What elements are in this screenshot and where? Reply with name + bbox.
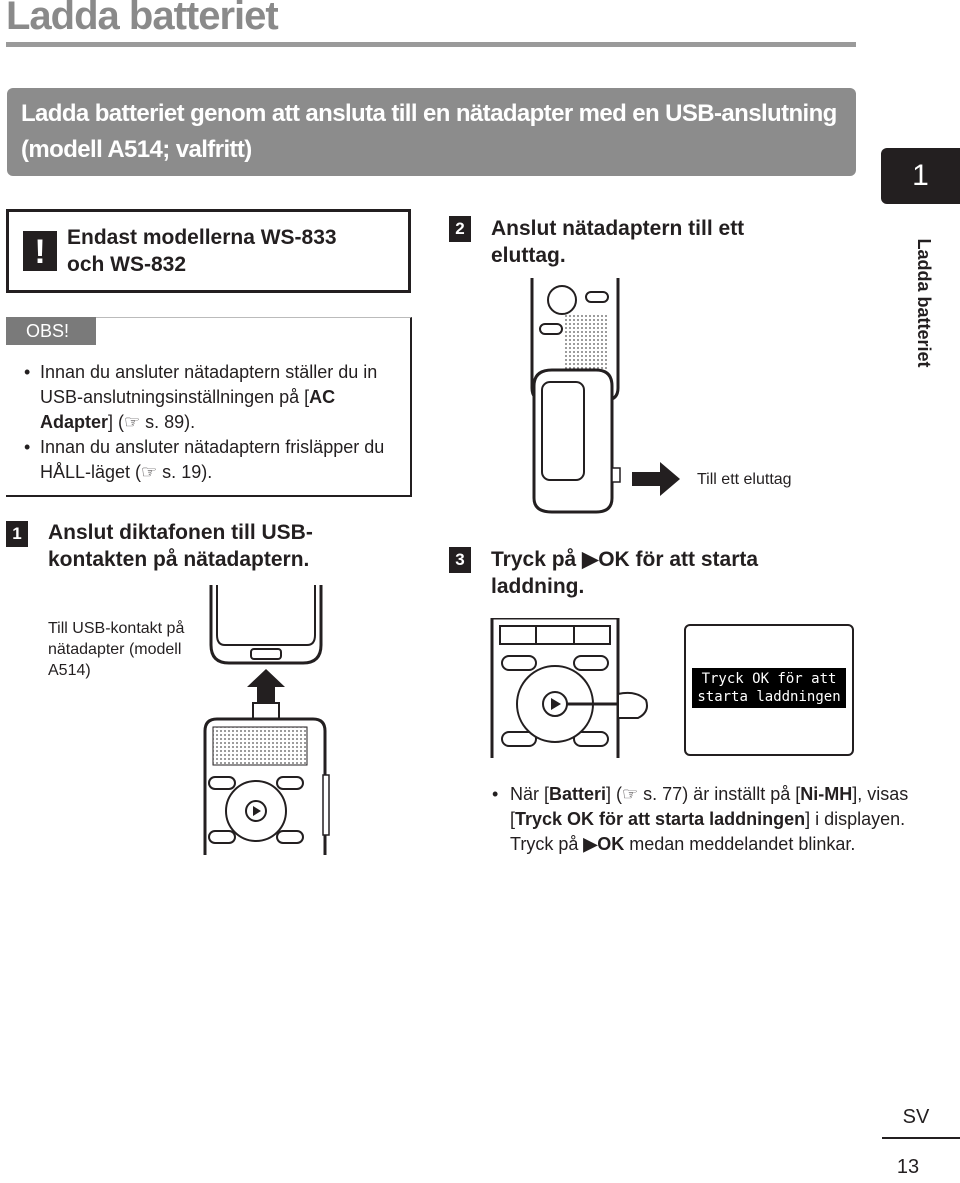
model-notice: ! Endast modellerna WS-833 och WS-832 <box>6 209 411 293</box>
chapter-tab: 1 <box>881 148 960 204</box>
title-rule <box>6 42 856 47</box>
display-message: Tryck OK för att starta laddningen <box>692 668 846 708</box>
step-2-number: 2 <box>449 216 471 242</box>
note-item: Innan du ansluter nätadaptern ställer du… <box>24 360 404 435</box>
step-1-text: Anslut diktafonen till USB-kontakten på … <box>48 521 313 571</box>
footer-page-number: 13 <box>896 1156 920 1178</box>
display-screen: Tryck OK för att starta laddningen <box>684 624 854 756</box>
note-box: OBS! Innan du ansluter nätadaptern ställ… <box>6 317 412 497</box>
battery-note-item: När [Batteri] (☞ s. 77) är inställt på [… <box>492 782 912 857</box>
ok-button-illustration <box>490 618 648 758</box>
step-1-number: 1 <box>6 521 28 547</box>
note-list: Innan du ansluter nätadaptern ställer du… <box>24 360 404 485</box>
step-2-caption: Till ett eluttag <box>697 471 792 488</box>
model-notice-text: Endast modellerna WS-833 och WS-832 <box>67 226 337 276</box>
note-tag: OBS! <box>6 317 96 345</box>
page-title: Ladda batteriet <box>6 0 279 38</box>
step-2-text: Anslut nätadaptern till ett eluttag. <box>491 217 745 267</box>
footer-language: SV <box>902 1106 930 1128</box>
exclamation-icon: ! <box>23 231 57 271</box>
battery-note: När [Batteri] (☞ s. 77) är inställt på [… <box>492 782 912 857</box>
section-banner: Ladda batteriet genom att ansluta till e… <box>7 88 856 176</box>
footer-rule <box>882 1137 960 1139</box>
recorder-to-usb-illustration <box>203 585 330 855</box>
step-1-caption: Till USB-kontakt på nätadapter (modell A… <box>48 620 185 679</box>
step-3-text: Tryck på ▶OK för att starta laddning. <box>491 548 759 598</box>
side-label: Ladda batteriet <box>914 238 934 368</box>
step-3-number: 3 <box>449 547 471 573</box>
note-item: Innan du ansluter nätadaptern frisläpper… <box>24 435 404 485</box>
adapter-to-outlet-illustration <box>530 278 680 514</box>
